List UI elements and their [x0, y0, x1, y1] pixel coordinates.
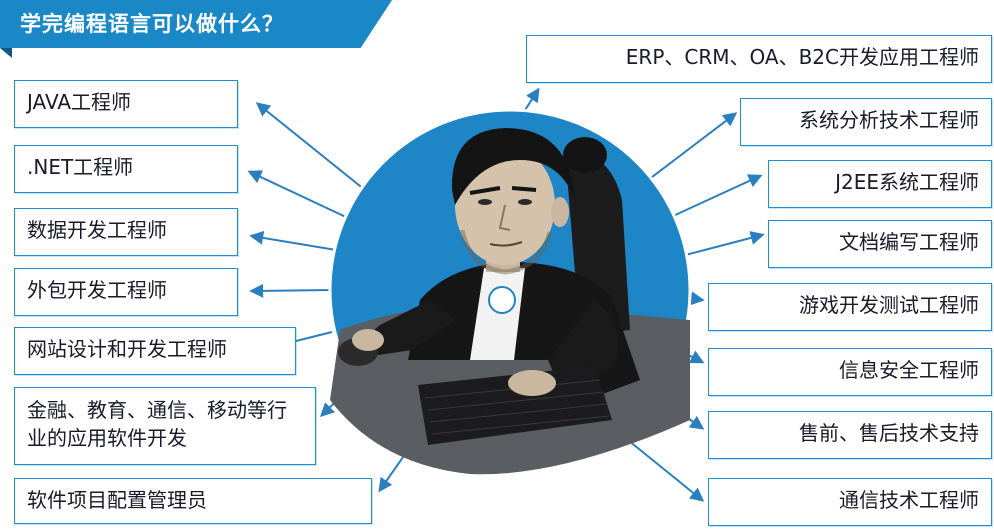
role-label: 售前、售后技术支持: [799, 421, 979, 445]
banner-title: 学完编程语言可以做什么？: [20, 12, 284, 36]
role-box-web-design: 网站设计和开发工程师: [14, 327, 296, 375]
role-label: 软件项目配置管理员: [27, 488, 207, 512]
role-box-telecom: 通信技术工程师: [708, 478, 992, 526]
role-label: 游戏开发测试工程师: [799, 293, 979, 317]
role-box-data-dev: 数据开发工程师: [14, 208, 238, 256]
keyboard: [418, 366, 612, 445]
role-label: 通信技术工程师: [839, 488, 979, 512]
role-label: J2EE系统工程师: [835, 170, 979, 194]
role-label: 金融、教育、通信、移动等行业的应用软件开发: [27, 398, 287, 450]
role-label: .NET工程师: [27, 155, 134, 179]
role-box-j2ee: J2EE系统工程师: [768, 160, 992, 208]
role-label: 网站设计和开发工程师: [27, 337, 227, 361]
role-box-industry-apps: 金融、教育、通信、移动等行业的应用软件开发: [14, 387, 316, 465]
role-label: ERP、CRM、OA、B2C开发应用工程师: [625, 45, 979, 69]
role-label: 系统分析技术工程师: [799, 108, 979, 132]
banner-fold: [0, 48, 12, 58]
role-label: 数据开发工程师: [27, 218, 167, 242]
role-box-dotnet: .NET工程师: [14, 145, 238, 193]
role-box-tech-support: 售前、售后技术支持: [708, 411, 992, 459]
role-box-system-analysis: 系统分析技术工程师: [740, 98, 992, 146]
role-box-java: JAVA工程师: [14, 80, 238, 128]
role-box-documentation: 文档编写工程师: [768, 220, 992, 268]
title-banner: [0, 0, 392, 48]
role-label: 信息安全工程师: [839, 358, 979, 382]
role-box-game-test: 游戏开发测试工程师: [708, 283, 992, 331]
role-box-security: 信息安全工程师: [708, 348, 992, 396]
role-box-config-admin: 软件项目配置管理员: [14, 478, 372, 524]
role-label: 外包开发工程师: [27, 278, 167, 302]
role-label: JAVA工程师: [27, 90, 132, 114]
role-label: 文档编写工程师: [839, 230, 979, 254]
role-box-outsourcing: 外包开发工程师: [14, 268, 238, 316]
role-box-erp-crm: ERP、CRM、OA、B2C开发应用工程师: [526, 35, 992, 83]
